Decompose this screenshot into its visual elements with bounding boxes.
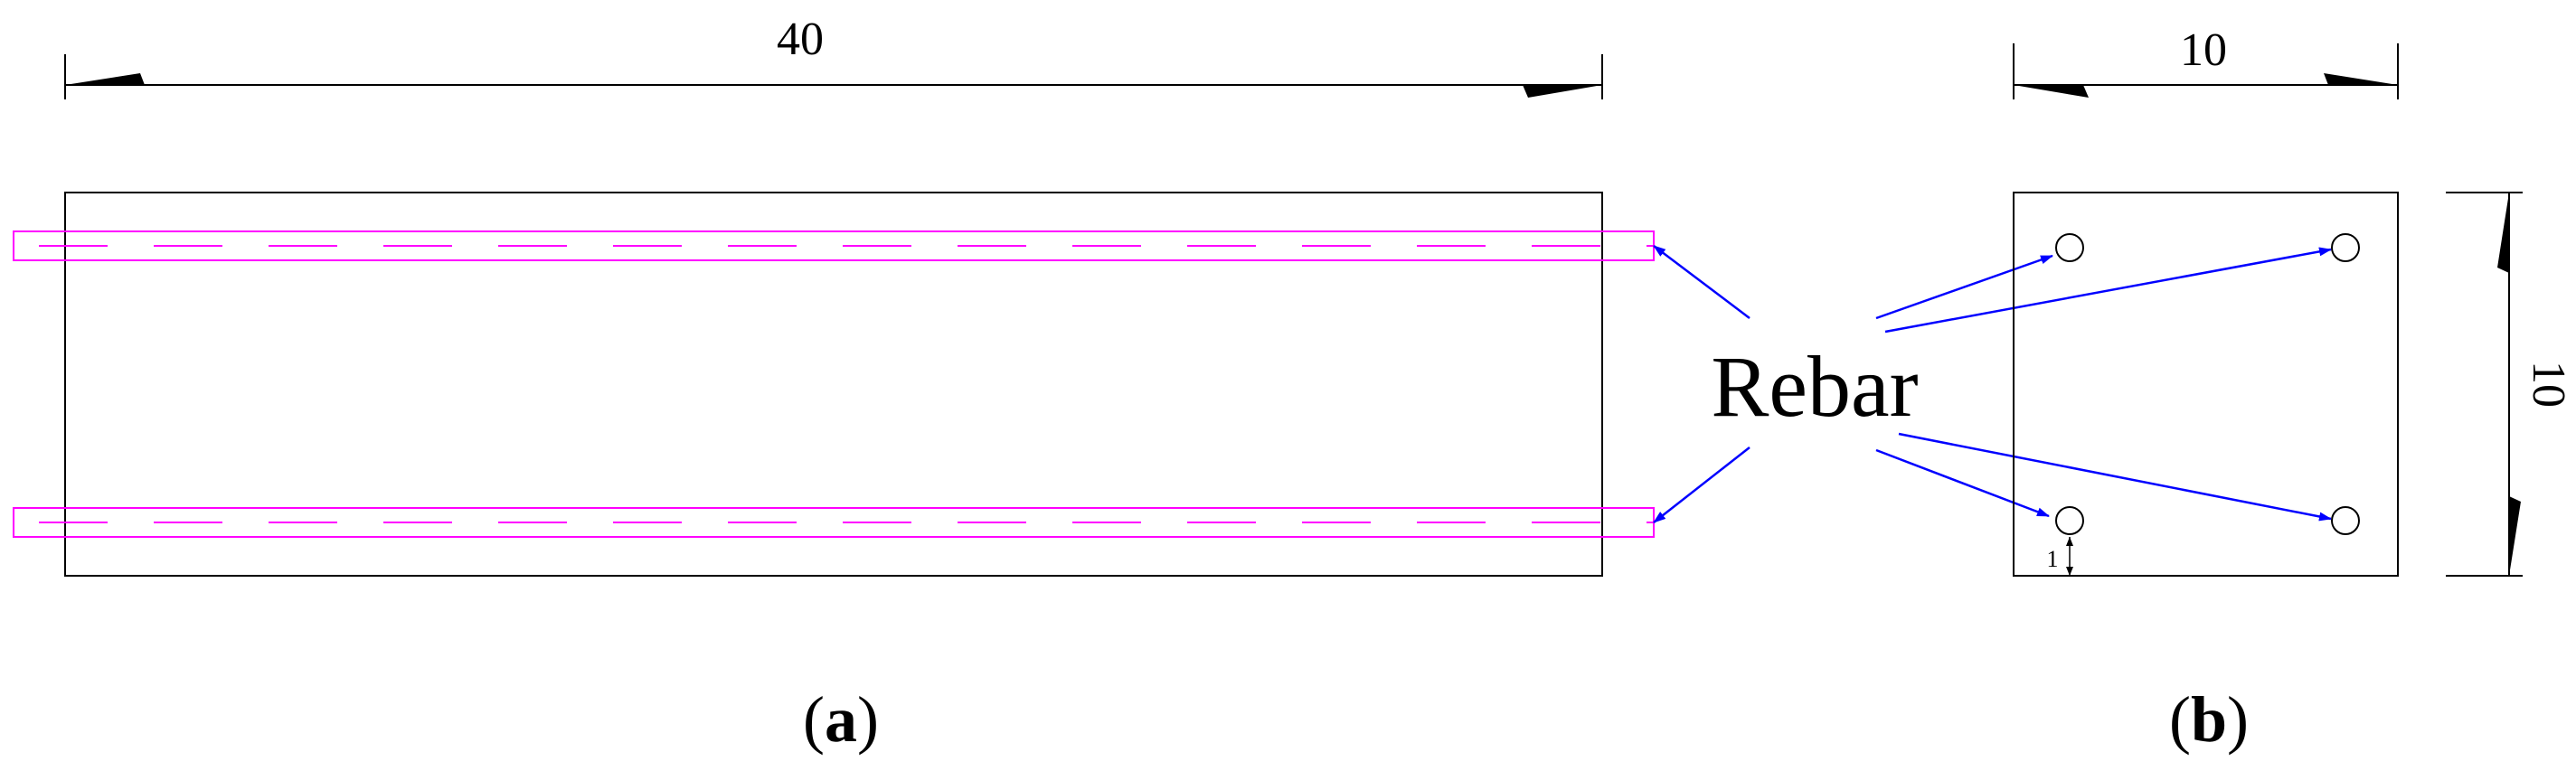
bar-top-right xyxy=(2331,233,2360,262)
arrow-to-bar-top-left xyxy=(1875,254,2053,320)
rebar-top-outline xyxy=(13,230,1655,261)
rebar-callout-label: Rebar xyxy=(1711,338,1918,435)
arrow-to-bar-bottom-right xyxy=(1898,432,2332,522)
height-arrowhead-top xyxy=(2497,193,2509,273)
height-dimension-label: 10 xyxy=(2523,361,2574,408)
section-outline xyxy=(2013,192,2399,577)
rebar-bottom xyxy=(13,507,1655,538)
panel-b-label: (b) xyxy=(2169,683,2249,756)
panel-a: 40 (a) xyxy=(13,14,1655,756)
rebar-bottom-outline xyxy=(13,507,1655,538)
dim-arrowhead-right xyxy=(1523,85,1602,98)
length-dimension-label: 40 xyxy=(777,14,824,65)
cover-dimension-label: 1 xyxy=(2047,546,2059,572)
length-dimension: 40 xyxy=(64,14,1603,99)
width-dimension: 10 xyxy=(2013,24,2399,99)
width-arrowhead-right xyxy=(2324,73,2398,85)
dim-arrowhead-left xyxy=(65,73,145,85)
rebar-callout: Rebar xyxy=(1653,245,2332,523)
bar-bottom-left xyxy=(2055,506,2084,535)
beam-outline xyxy=(64,192,1603,577)
arrow-to-rebar-top-a xyxy=(1653,245,1750,319)
arrow-to-bar-top-right xyxy=(1884,247,2332,334)
panel-a-label: (a) xyxy=(803,683,879,756)
width-arrowhead-left xyxy=(2014,85,2089,98)
cover-arrowhead-bottom xyxy=(2066,567,2073,576)
rebar-top xyxy=(13,230,1655,261)
height-arrowhead-bottom xyxy=(2509,496,2521,576)
arrow-to-rebar-bottom-a xyxy=(1653,447,1750,523)
height-dimension: 10 xyxy=(2446,192,2574,577)
panel-b: 10 1 10 (b) xyxy=(2013,24,2574,756)
arrow-to-bar-bottom-left xyxy=(1875,448,2050,518)
cover-dimension: 1 xyxy=(2047,537,2073,576)
cover-arrowhead-top xyxy=(2066,537,2073,546)
width-dimension-label: 10 xyxy=(2180,24,2227,76)
bar-top-left xyxy=(2055,233,2084,262)
bar-bottom-right xyxy=(2331,506,2360,535)
